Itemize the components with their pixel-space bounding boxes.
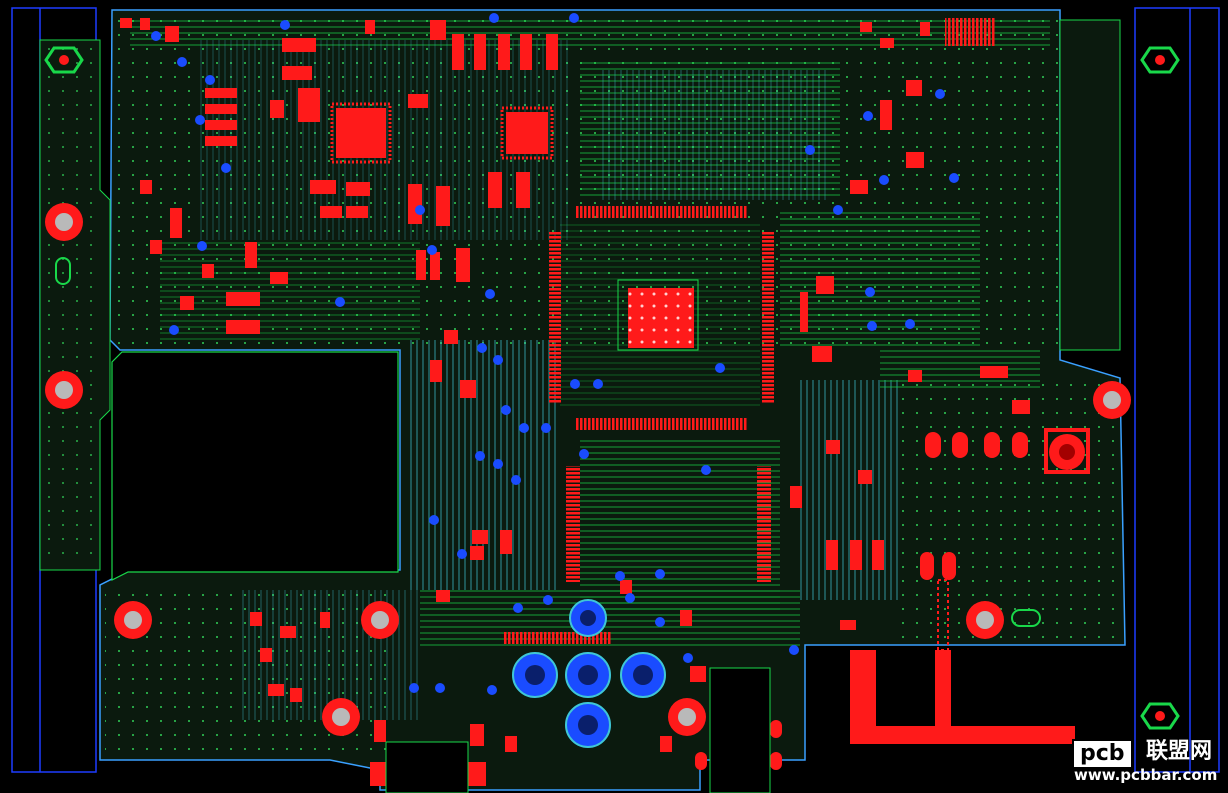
right-rail — [1134, 7, 1220, 773]
main-bga-chip — [617, 279, 699, 351]
mounting-hole-5 — [322, 698, 360, 736]
vias — [151, 13, 959, 695]
watermark-name: 联盟网 — [1146, 739, 1213, 764]
slots — [55, 257, 1041, 627]
board-cutout — [111, 351, 399, 581]
ground-dots-right — [900, 380, 1120, 640]
qfn-chips — [330, 102, 554, 164]
ground-dots-left — [42, 45, 98, 565]
mounting-hole-7 — [966, 601, 1004, 639]
fine-pitch-pad-rows — [504, 18, 995, 644]
mounting-holes — [45, 203, 1131, 736]
power-trace — [850, 579, 1075, 744]
coax-connector — [1044, 428, 1090, 474]
right-flange — [1059, 19, 1121, 351]
oval-pads — [695, 432, 1028, 770]
tactile-switches — [512, 599, 666, 748]
rail-mount-pads — [44, 46, 1180, 730]
mounting-hole-3 — [114, 601, 152, 639]
mounting-hole-1 — [45, 203, 83, 241]
mounting-hole-6 — [668, 698, 706, 736]
watermark-logo: pcb — [1072, 739, 1133, 769]
mounting-hole-8 — [1093, 381, 1131, 419]
watermark: pcb 联盟网 www.pcbbar.com — [1072, 737, 1222, 783]
trace-bundles — [130, 20, 1050, 720]
mounting-hole-4 — [361, 601, 399, 639]
mounting-hole-2 — [45, 371, 83, 409]
smd-pads — [120, 18, 1030, 786]
bottom-connectors — [385, 667, 771, 793]
watermark-url: www.pcbbar.com — [1074, 766, 1218, 784]
